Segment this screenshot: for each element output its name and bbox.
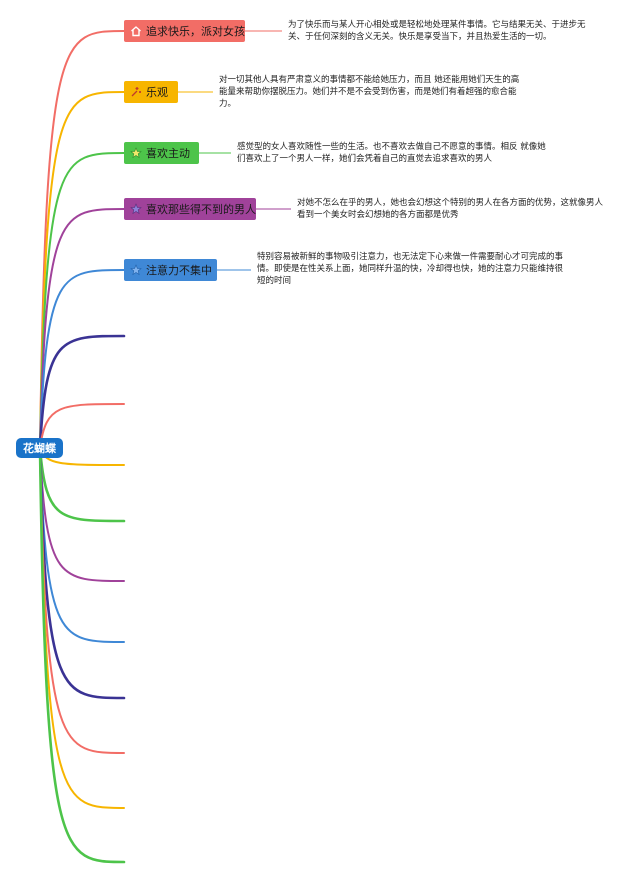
topic-unattainable[interactable]: 喜欢那些得不到的男人 (124, 198, 256, 220)
topic-note: 对一切其他人具有严肃意义的事情都不能给她压力，而且 她还能用她们天生的高能量来帮… (219, 75, 520, 109)
topic-label: 注意力不集中 (146, 264, 212, 277)
star-icon (130, 264, 142, 276)
star-icon (130, 147, 142, 159)
topic-party-girl[interactable]: 追求快乐，派对女孩 (124, 20, 245, 42)
topic-optimistic[interactable]: 乐观 (124, 81, 178, 103)
empty-branch-line (38, 446, 126, 700)
empty-branch-line (39, 447, 125, 582)
sparkle-icon (131, 87, 141, 97)
star-icon (130, 203, 142, 215)
topic-distracted[interactable]: 注意力不集中 (124, 259, 217, 281)
empty-branch-line (38, 446, 126, 523)
empty-branch-line (39, 447, 125, 754)
empty-branch-line (39, 447, 125, 643)
topic-label: 喜欢那些得不到的男人 (146, 203, 256, 216)
home-icon (131, 26, 141, 37)
empty-branch-line (38, 334, 126, 450)
topic-label: 追求快乐，派对女孩 (146, 25, 245, 38)
topic-note: 为了快乐而与某人开心相处或是轻松地处理某件事情。它与结果无关、于进步无关、于任何… (288, 20, 586, 42)
branch-line (39, 269, 125, 449)
branch-line (39, 208, 125, 449)
topic-proactive[interactable]: 喜欢主动 (124, 142, 199, 164)
branch-line (39, 152, 125, 449)
topic-label: 喜欢主动 (146, 147, 190, 160)
empty-branch-line (39, 403, 125, 449)
branch-line (39, 30, 125, 449)
topic-note: 特别容易被新鲜的事物吸引注意力，也无法定下心来做一件需要耐心才可完成的事情。即使… (257, 252, 564, 286)
topic-label: 乐观 (146, 86, 168, 99)
root-topic[interactable]: 花蝴蝶 (16, 438, 63, 458)
topic-note: 对她不怎么在乎的男人，她也会幻想这个特别的男人在各方面的优势，这就像男人看到一个… (297, 198, 604, 220)
topic-note: 感觉型的女人喜欢随性一些的生活。也不喜欢去做自己不愿意的事情。相反 就像她们喜欢… (237, 142, 546, 164)
empty-branch-line (38, 446, 126, 864)
root-topic-label: 花蝴蝶 (23, 442, 56, 455)
